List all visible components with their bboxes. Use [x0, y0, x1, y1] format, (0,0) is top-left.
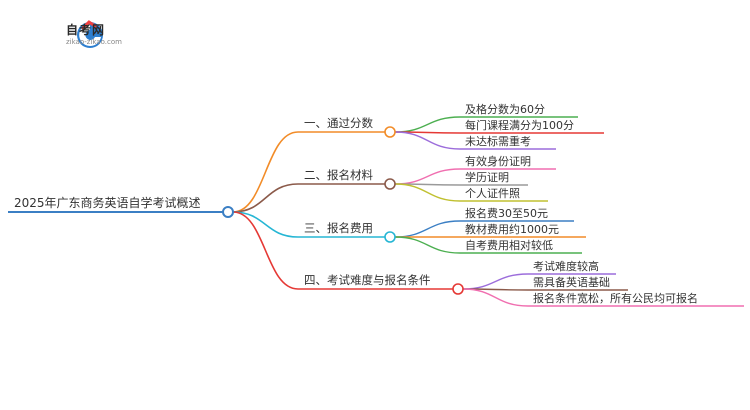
logo-url: zikao-zikao.com	[66, 38, 122, 46]
logo-icon	[77, 20, 103, 48]
leaf-node: 个人证件照	[465, 187, 520, 200]
branch-link	[232, 183, 299, 213]
root-node-connector	[222, 206, 234, 218]
branch-node: 四、考试难度与报名条件	[304, 273, 431, 287]
branch-node: 一、通过分数	[304, 116, 373, 130]
leaf-node: 教材费用约1000元	[465, 222, 559, 236]
branch-node-connector	[384, 178, 396, 190]
leaf-node: 学历证明	[465, 170, 509, 184]
branch-link	[232, 131, 299, 213]
leaf-node: 未达标需重考	[465, 134, 531, 148]
leaf-node: 及格分数为60分	[465, 102, 545, 116]
leaf-node: 报名费30至50元	[465, 206, 548, 220]
branch-link	[232, 211, 299, 290]
leaf-node: 自考费用相对较低	[465, 238, 553, 252]
leaf-link	[394, 116, 461, 133]
leaf-node: 每门课程满分为100分	[465, 118, 574, 132]
branch-link	[232, 211, 299, 238]
branch-node: 三、报名费用	[304, 221, 373, 235]
leaf-link	[394, 183, 461, 202]
leaf-link	[394, 131, 461, 150]
leaf-link	[462, 288, 529, 307]
leaf-node: 考试难度较高	[533, 259, 599, 273]
root-node: 2025年广东商务英语自学考试概述	[14, 195, 201, 210]
branch-node-connector	[384, 231, 396, 243]
leaf-link	[394, 168, 461, 185]
leaf-node: 报名条件宽松，所有公民均可报名	[533, 291, 698, 305]
leaf-link	[394, 220, 461, 238]
logo-name: 自考网	[66, 23, 106, 37]
branch-node-connector	[452, 283, 464, 295]
branch-node-connector	[384, 126, 396, 138]
leaf-node: 有效身份证明	[465, 154, 531, 168]
leaf-link	[394, 236, 461, 254]
branch-node: 二、报名材料	[304, 168, 373, 182]
leaf-link	[462, 273, 529, 290]
leaf-node: 需具备英语基础	[533, 275, 610, 289]
